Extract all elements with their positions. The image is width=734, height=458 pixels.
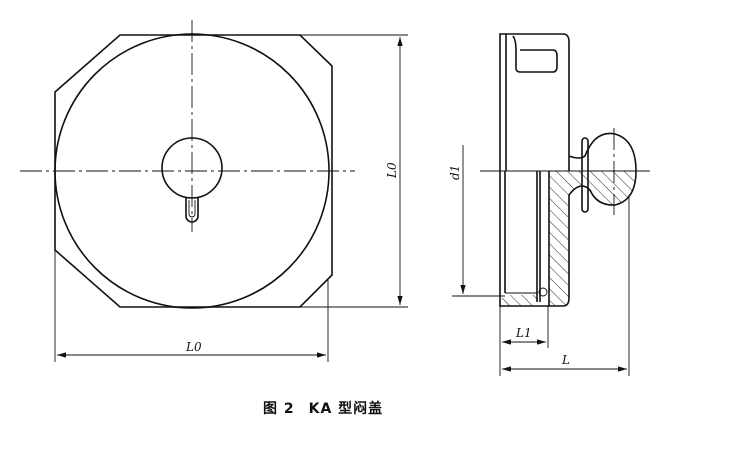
dim-label-l: L	[561, 353, 570, 367]
dimension-l1: L1	[499, 306, 549, 376]
side-view	[480, 33, 650, 307]
figure-number: 图 2	[263, 401, 295, 417]
dimension-l: L	[502, 195, 630, 376]
front-view	[20, 20, 355, 309]
dim-label-l0-vertical: L0	[385, 162, 399, 179]
dimension-d1: d1	[448, 145, 505, 297]
dimension-l0-vertical: L0	[300, 34, 408, 308]
dim-label-l1: L1	[515, 326, 532, 340]
figure-caption: 图 2 KA 型闷盖	[263, 398, 397, 418]
dim-label-d1: d1	[448, 165, 462, 180]
figure-title: KA 型闷盖	[308, 401, 384, 417]
dim-label-l0-horizontal: L0	[185, 340, 202, 354]
dimension-l0-horizontal: L0	[54, 250, 329, 362]
